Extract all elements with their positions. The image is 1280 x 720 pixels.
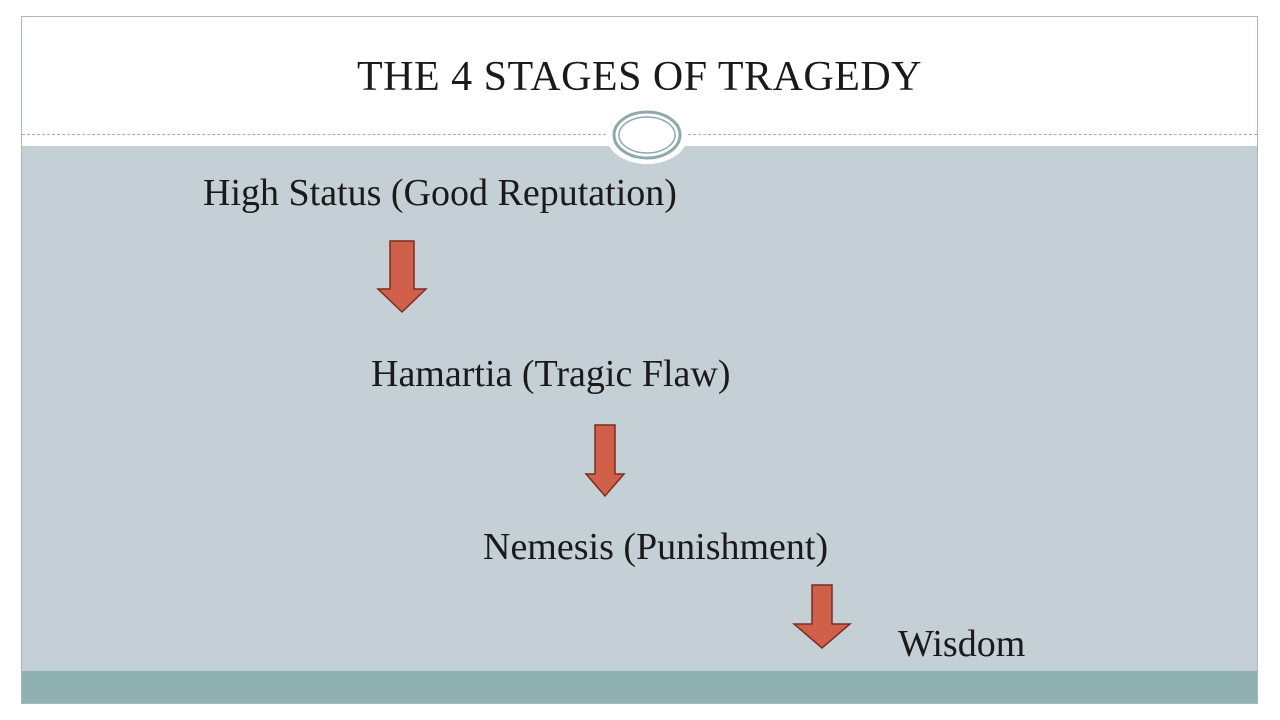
footer-band <box>22 671 1257 703</box>
content-band <box>22 146 1257 671</box>
stage-hamartia: Hamartia (Tragic Flaw) <box>371 353 731 395</box>
stage-high-status: High Status (Good Reputation) <box>203 172 677 214</box>
ring-ornament-icon <box>606 106 688 164</box>
stage-nemesis: Nemesis (Punishment) <box>483 526 829 568</box>
down-arrow-icon <box>584 424 626 498</box>
stage-wisdom: Wisdom <box>898 623 1026 665</box>
down-arrow-icon <box>792 584 852 649</box>
slide-title: THE 4 STAGES OF TRAGEDY <box>356 54 923 100</box>
down-arrow-icon <box>376 240 428 314</box>
slide-frame: THE 4 STAGES OF TRAGEDY High Status (Goo… <box>21 16 1258 704</box>
